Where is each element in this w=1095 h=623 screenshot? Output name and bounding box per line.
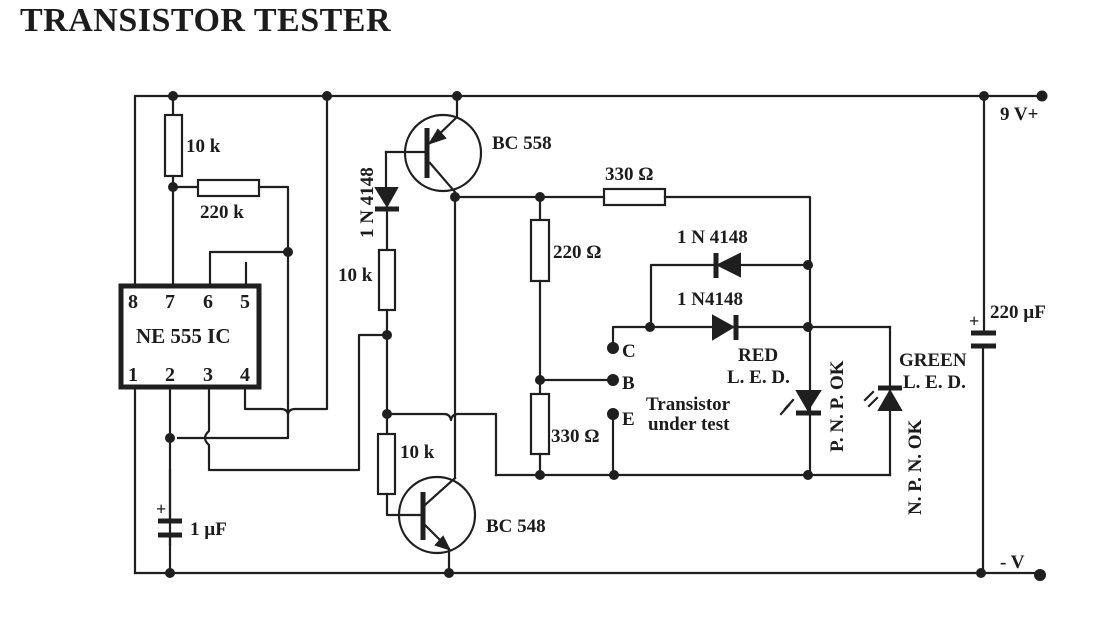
junction-dot bbox=[976, 568, 986, 578]
terminal-emitter-label: E bbox=[622, 409, 635, 430]
junction-dot bbox=[382, 330, 392, 340]
led-green-meaning: N. P. N. OK bbox=[905, 419, 926, 515]
capacitor-1uf-polarity: + bbox=[156, 499, 166, 519]
ic-pin-4: 4 bbox=[240, 364, 250, 386]
resistor-220-divider-label: 220 Ω bbox=[553, 242, 601, 263]
terminal-collector[interactable]: C bbox=[607, 325, 892, 362]
diode-lower-label: 1 N4148 bbox=[677, 289, 743, 310]
ic-pin-1: 1 bbox=[128, 364, 138, 386]
capacitor-1uf bbox=[158, 468, 182, 575]
resistor-base-upper-label: 10 k bbox=[338, 265, 373, 286]
resistor-10k-timing-label: 10 k bbox=[186, 136, 221, 157]
resistor-330-divider-label: 330 Ω bbox=[551, 426, 599, 447]
capacitor-1uf-label: 1 µF bbox=[190, 519, 227, 540]
ic-pin-5: 5 bbox=[240, 291, 250, 313]
led-red-label-line1: RED bbox=[738, 345, 778, 366]
transistor-bc558-pnp bbox=[384, 94, 483, 202]
junction-dot bbox=[803, 260, 813, 270]
resistor-330-divider bbox=[529, 392, 551, 480]
resistor-220-divider bbox=[529, 195, 551, 396]
led-red-label-line2: L. E. D. bbox=[727, 367, 790, 388]
negative-supply-label: - V bbox=[1000, 552, 1025, 573]
junction-dot bbox=[165, 433, 175, 443]
resistor-220k-label: 220 k bbox=[200, 202, 244, 223]
capacitor-220uf-label: 220 µF bbox=[990, 302, 1046, 323]
diode-1n4148-lower bbox=[645, 314, 813, 341]
resistor-10k-timing bbox=[163, 94, 184, 192]
junction-dot bbox=[803, 322, 813, 332]
ic-pin-3: 3 bbox=[203, 364, 213, 386]
diode-1n4148-base bbox=[374, 150, 399, 252]
resistor-330-series-label: 330 Ω bbox=[605, 164, 653, 185]
terminal-collector-label: C bbox=[622, 341, 636, 362]
ic-pin-2: 2 bbox=[165, 364, 175, 386]
positive-terminal bbox=[1036, 90, 1048, 102]
transistor-bc558-label: BC 558 bbox=[492, 133, 552, 154]
dut-label-line2: under test bbox=[648, 414, 730, 435]
resistor-base-lower-label: 10 k bbox=[400, 442, 435, 463]
transistor-bc548-label: BC 548 bbox=[486, 516, 546, 537]
resistor-330-series bbox=[602, 187, 812, 477]
terminal-base[interactable]: B bbox=[607, 373, 635, 394]
dut-label-line1: Transistor bbox=[646, 394, 731, 415]
positive-rail bbox=[135, 90, 1048, 102]
diode-1n4148-upper bbox=[649, 252, 813, 329]
ic-pin-6: 6 bbox=[203, 291, 213, 313]
capacitor-220uf-polarity: + bbox=[969, 311, 979, 331]
led-green-label-line1: GREEN bbox=[899, 350, 967, 371]
junction-dot bbox=[803, 470, 813, 480]
ic-pin-7: 7 bbox=[165, 291, 175, 313]
diode-base-label: 1 N 4148 bbox=[357, 167, 378, 238]
terminal-base-label: B bbox=[622, 373, 635, 394]
positive-supply-label: 9 V+ bbox=[1000, 104, 1038, 125]
diagram-title: TRANSISTOR TESTER bbox=[20, 2, 392, 39]
led-red bbox=[779, 390, 822, 416]
terminal-emitter[interactable]: E bbox=[607, 408, 635, 477]
ic-name: NE 555 IC bbox=[136, 324, 231, 348]
transistor-bc548-npn bbox=[397, 475, 477, 575]
capacitor-220uf bbox=[971, 94, 996, 575]
junction-dot bbox=[645, 322, 655, 332]
led-green bbox=[863, 325, 903, 477]
resistor-220k-feedback bbox=[171, 178, 293, 257]
negative-terminal bbox=[1034, 569, 1046, 581]
resistor-10k-base-lower bbox=[376, 412, 422, 517]
led-red-meaning: P. N. P. OK bbox=[827, 360, 848, 452]
ic-pin-8: 8 bbox=[128, 291, 138, 313]
diode-upper-label: 1 N 4148 bbox=[677, 227, 748, 248]
ne555-ic: 8 7 6 5 NE 555 IC 1 2 3 4 bbox=[118, 283, 262, 390]
led-green-label-line2: L. E. D. bbox=[903, 372, 966, 393]
resistor-10k-base-upper bbox=[377, 248, 397, 419]
